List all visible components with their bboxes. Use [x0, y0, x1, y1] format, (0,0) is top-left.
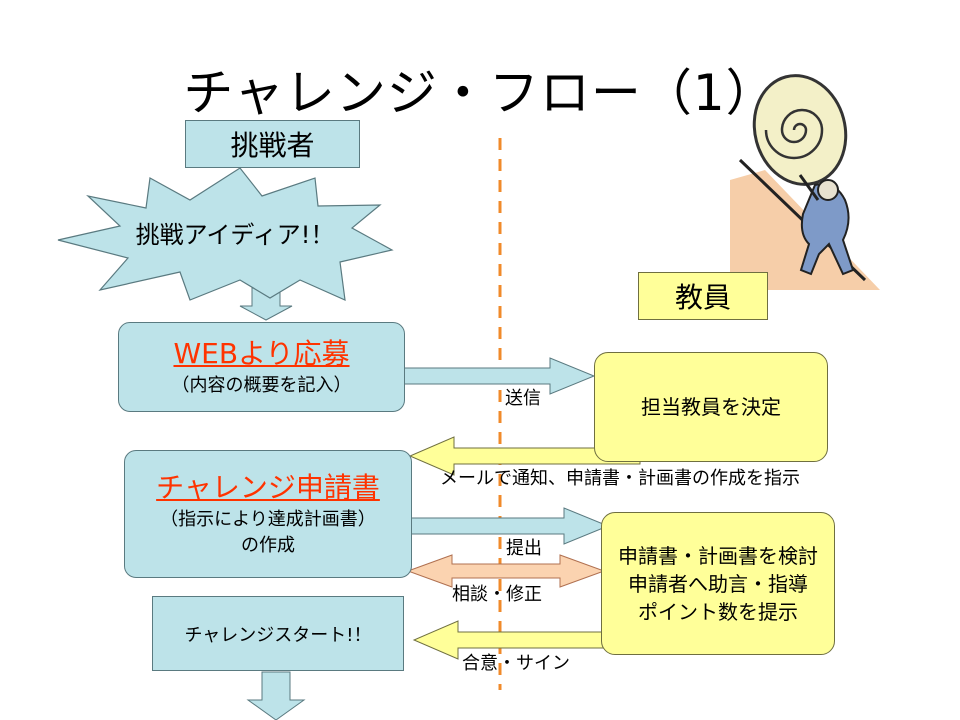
page-title: チャレンジ・フロー（1）: [183, 64, 777, 122]
submit-arrow: [409, 507, 610, 545]
review-line1: 申請書・計画書を検討: [618, 543, 818, 568]
lane-label-teacher: 教員: [638, 272, 768, 320]
idea-burst-text: 挑戦アイディア!！: [135, 220, 335, 249]
idea-burst-shape: [57, 167, 394, 301]
application-title: チャレンジ申請書: [156, 471, 380, 504]
boulder-pusher-illustration: [730, 74, 880, 290]
send-arrow: [403, 357, 596, 395]
web-apply-box: WEBより応募 （内容の概要を記入）: [118, 322, 405, 412]
challenge-start-box: チャレンジスタート!！: [152, 596, 404, 671]
consult-label: 相談・修正: [452, 584, 542, 605]
application-box: チャレンジ申請書 （指示により達成計画書） の作成: [124, 450, 412, 578]
notify-arrow: [408, 436, 641, 476]
review-line2: 申請者へ助言・指導: [628, 571, 808, 596]
decide-teacher-box: 担当教員を決定: [594, 352, 828, 462]
down-arrow-2: [246, 671, 306, 720]
web-apply-subtitle: （内容の概要を記入）: [171, 375, 352, 396]
send-label: 送信: [505, 388, 541, 409]
lane-label-challenger: 挑戦者: [185, 120, 360, 168]
application-line2: の作成: [241, 535, 295, 556]
application-line1: （指示により達成計画書）: [160, 509, 376, 530]
review-line3: ポイント数を提示: [638, 599, 798, 624]
notify-label: メールで通知、申請書・計画書の作成を指示: [440, 468, 800, 489]
web-apply-title: WEBより応募: [173, 337, 350, 370]
review-box: 申請書・計画書を検討 申請者へ助言・指導 ポイント数を提示: [601, 512, 835, 655]
submit-label: 提出: [506, 538, 542, 559]
agree-arrow: [412, 620, 609, 660]
agree-label: 合意・サイン: [462, 653, 570, 674]
